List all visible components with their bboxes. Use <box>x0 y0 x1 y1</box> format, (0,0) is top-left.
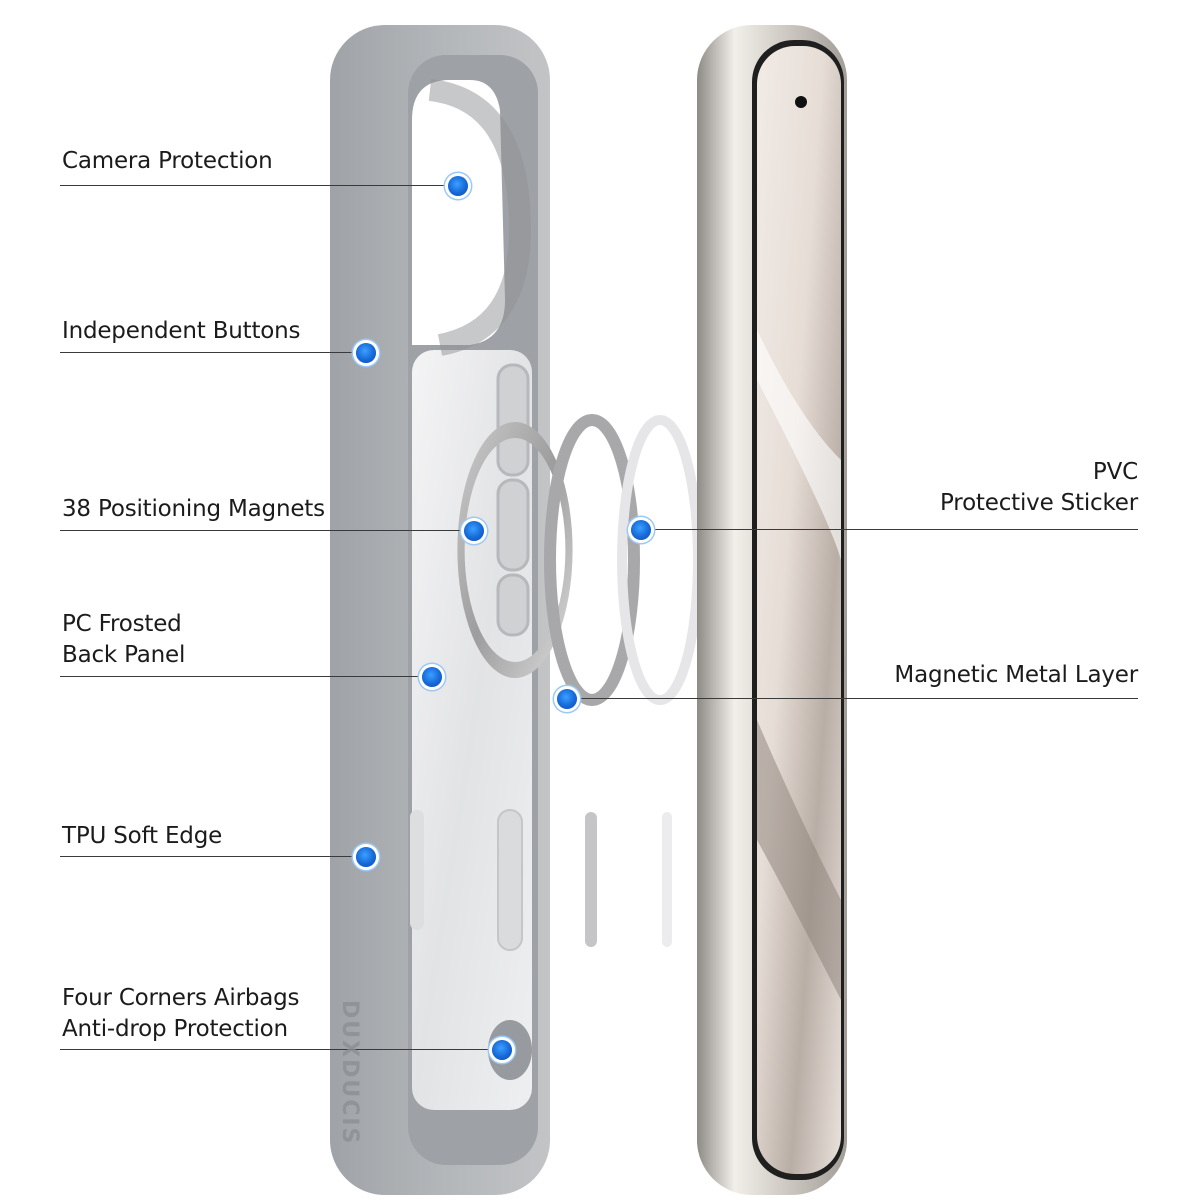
leader-line <box>60 185 458 187</box>
leader-line <box>60 856 366 858</box>
marker-dot <box>631 520 651 540</box>
metal-layer-ring <box>544 414 640 706</box>
magnet-ring <box>457 422 573 678</box>
button-slot-2 <box>496 478 530 572</box>
label-pvc-protective-sticker: PVC Protective Sticker <box>940 459 1138 516</box>
bottom-slot-2 <box>497 809 523 951</box>
phone-screen <box>757 46 841 1174</box>
marker-dot <box>422 667 442 687</box>
marker-dot <box>356 343 376 363</box>
leader-line <box>60 530 474 532</box>
button-slot-1 <box>496 363 530 477</box>
brand-watermark: DUXDUCIS <box>337 1000 362 1146</box>
pvc-sticker-tab <box>662 812 672 947</box>
front-camera <box>795 96 807 108</box>
metal-layer-tab <box>585 812 597 947</box>
leader-line <box>60 352 366 354</box>
marker-dot <box>492 1040 512 1060</box>
label-independent-buttons: Independent Buttons <box>62 318 301 344</box>
marker-dot <box>356 847 376 867</box>
leader-line <box>641 529 1138 531</box>
leader-line <box>60 1049 502 1051</box>
marker-dot <box>448 176 468 196</box>
label-positioning-magnets: 38 Positioning Magnets <box>62 496 325 522</box>
label-four-corners-airbags: Four Corners Airbags Anti-drop Protectio… <box>62 985 300 1042</box>
label-tpu-soft-edge: TPU Soft Edge <box>62 823 223 849</box>
label-magnetic-metal-layer: Magnetic Metal Layer <box>894 662 1138 688</box>
camera-cutout <box>412 80 505 345</box>
leader-line <box>567 698 1138 700</box>
marker-dot <box>464 521 484 541</box>
bottom-slot-1 <box>410 810 424 930</box>
leader-line <box>60 676 432 678</box>
label-camera-protection: Camera Protection <box>62 148 273 174</box>
button-slot-3 <box>496 573 530 637</box>
marker-dot <box>557 689 577 709</box>
label-pc-frosted-back-panel: PC Frosted Back Panel <box>62 611 186 668</box>
